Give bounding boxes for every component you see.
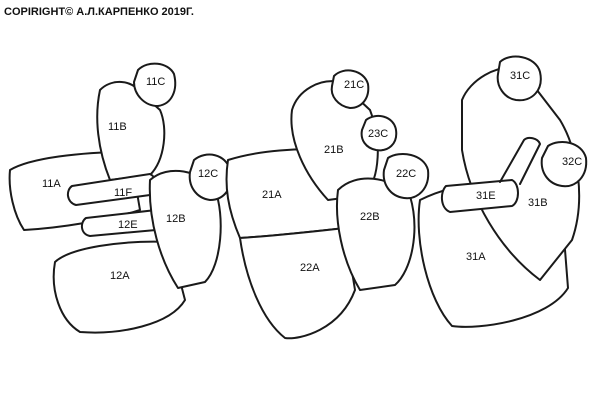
label-22c: 22C (396, 168, 416, 180)
backrest-21b (290, 80, 379, 201)
label-22a: 22A (300, 262, 320, 274)
headrest-31c (496, 55, 542, 102)
label-31e: 31E (476, 190, 496, 202)
label-12a: 12A (110, 270, 130, 282)
label-23c: 23C (368, 128, 388, 140)
label-11a: 11A (42, 178, 61, 190)
rear-bench-group (417, 55, 588, 328)
label-12e: 12E (118, 219, 138, 231)
label-11b: 11B (108, 121, 127, 133)
label-21b: 21B (324, 144, 344, 156)
headrest-21c (330, 69, 370, 109)
backrest-12b (148, 169, 222, 289)
label-31b: 31B (528, 197, 548, 209)
backrest-22b (335, 177, 416, 291)
label-11f: 11F (114, 187, 132, 199)
label-21c: 21C (344, 79, 364, 91)
front-left-seat-group (8, 62, 232, 334)
label-21a: 21A (262, 189, 282, 201)
headrest-32c (540, 141, 588, 188)
copyright-text: COPIRIGHT© А.Л.КАРПЕНКО 2019Г. (4, 6, 194, 18)
label-12b: 12B (166, 213, 186, 225)
armrest-31e (440, 179, 519, 213)
label-31a: 31A (466, 251, 486, 263)
label-12c: 12C (198, 168, 218, 180)
label-31c: 31C (510, 70, 530, 82)
label-32c: 32C (562, 156, 582, 168)
headrest-12c (188, 153, 232, 201)
backrest-11b (96, 81, 166, 181)
label-22b: 22B (360, 211, 380, 223)
middle-bench-group (225, 69, 430, 340)
label-11c: 11C (146, 76, 165, 88)
headrest-22c (382, 153, 430, 200)
seat-cushion-22a (239, 227, 356, 340)
headrest-23c (360, 114, 398, 152)
seat-cushion-12a (52, 240, 186, 334)
headrest-11c (133, 62, 177, 107)
armrest-frame (499, 136, 541, 185)
